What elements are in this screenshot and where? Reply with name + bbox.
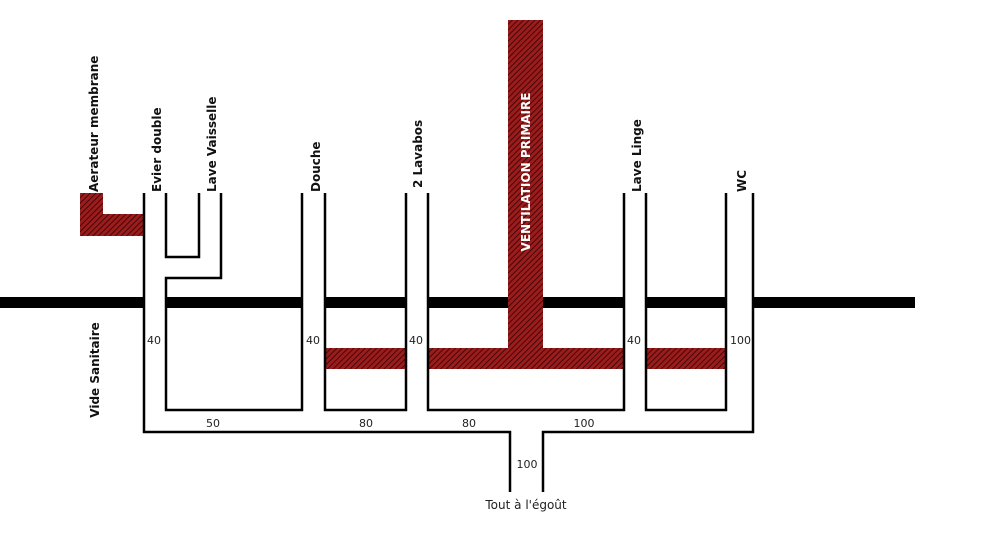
dia-wc: 100	[730, 334, 751, 347]
dia-evier: 40	[147, 334, 161, 347]
ventilation-primaire-stack	[508, 20, 543, 350]
dia-seg-80a: 80	[359, 417, 373, 430]
label-ventilation: VENTILATION PRIMAIRE	[519, 93, 533, 252]
label-douche: Douche	[309, 141, 323, 192]
label-wc: WC	[735, 170, 749, 192]
drain-pipes	[142, 193, 755, 492]
ventilation-pipes	[80, 20, 726, 369]
dia-seg-80b: 80	[462, 417, 476, 430]
dia-seg-100: 100	[574, 417, 595, 430]
dia-douche: 40	[306, 334, 320, 347]
label-lave-vaisselle: Lave Vaisselle	[205, 96, 219, 192]
floor-gaps	[145, 295, 752, 310]
label-lave-linge: Lave Linge	[630, 119, 644, 192]
vent-lavabos-branch	[428, 348, 624, 369]
label-vide-sanitaire: Vide Sanitaire	[88, 322, 102, 418]
label-lavabos: 2 Lavabos	[411, 120, 425, 188]
dia-lave-linge: 40	[627, 334, 641, 347]
vent-lave-linge-branch	[646, 348, 726, 369]
dia-main-100: 100	[517, 458, 538, 471]
aerateur-membrane	[80, 193, 144, 236]
label-evier: Evier double	[150, 107, 164, 192]
dia-seg-50: 50	[206, 417, 220, 430]
vent-douche-branch	[325, 348, 406, 369]
label-aerateur: Aerateur membrane	[87, 56, 101, 192]
dia-lavabos: 40	[409, 334, 423, 347]
label-egout: Tout à l'égoût	[484, 498, 567, 512]
floor-slab	[0, 297, 915, 308]
